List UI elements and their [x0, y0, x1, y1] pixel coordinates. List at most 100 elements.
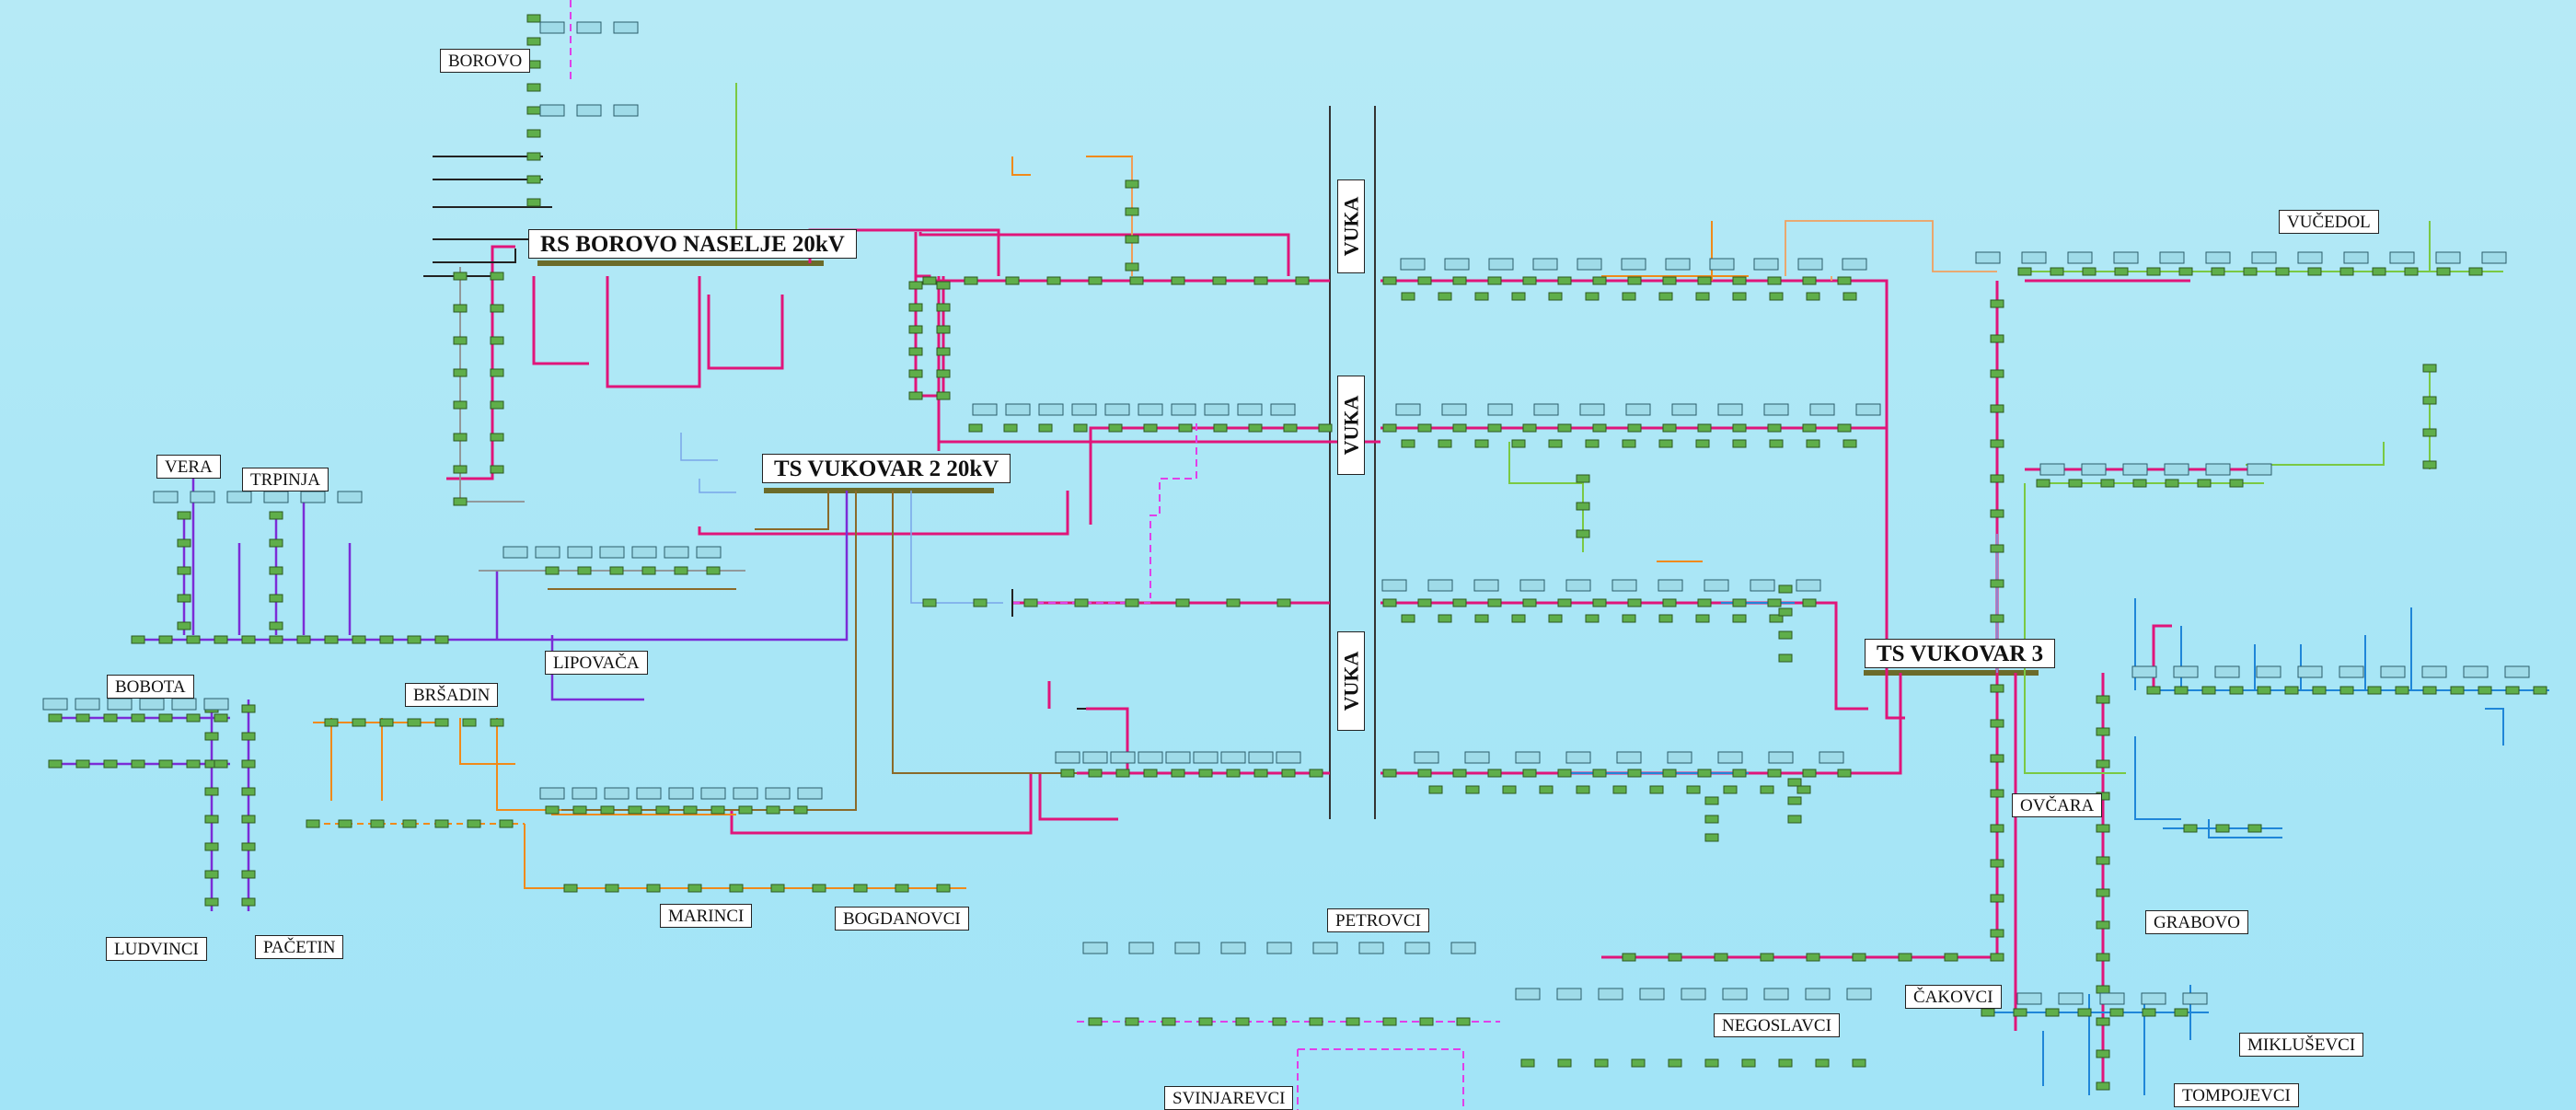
feeder-node: [1649, 785, 1664, 794]
feeder-node: [241, 870, 256, 879]
feeder-node: [1023, 598, 1038, 607]
feeder-node: [526, 175, 541, 184]
transformer-station-box: [1532, 258, 1558, 271]
feeder-node: [1143, 423, 1158, 433]
feeder-node: [1802, 598, 1817, 607]
feeder-node: [1778, 584, 1793, 594]
transformer-station-box: [1248, 751, 1274, 764]
transformer-station-box: [2113, 251, 2139, 264]
transformer-station-box: [1237, 403, 1263, 416]
transformer-station-box: [1110, 751, 1136, 764]
feeder-node: [1778, 1058, 1793, 1068]
feeder-node: [186, 759, 201, 769]
feeder-node: [2082, 267, 2097, 276]
feeder-node: [2165, 479, 2179, 488]
feeder-node: [1452, 598, 1467, 607]
feeder-node: [1198, 769, 1213, 778]
feeder-node: [1452, 276, 1467, 285]
feeder-node: [1714, 953, 1728, 962]
transformer-station-box: [1846, 988, 1872, 1000]
transformer-station-box: [1819, 751, 1844, 764]
feeder-node: [1769, 292, 1784, 301]
feeder-node: [1088, 769, 1103, 778]
feeder-node: [1990, 614, 2004, 623]
feeder-node: [269, 635, 283, 644]
feeder-node: [453, 400, 468, 410]
feeder-node: [2096, 953, 2110, 962]
feeder-node: [2142, 1008, 2156, 1017]
feeder-node: [1283, 423, 1298, 433]
feeder-node: [1631, 1058, 1646, 1068]
feeder-node: [2146, 686, 2161, 695]
transformer-station-box: [2504, 665, 2530, 678]
transformer-station-box: [2343, 251, 2369, 264]
transformer-station-box: [1276, 751, 1301, 764]
area-svinjarevci: SVINJAREVCI: [1164, 1086, 1294, 1110]
feeder-node: [2096, 759, 2110, 769]
feeder-node: [1171, 276, 1185, 285]
feeder-node: [1235, 1017, 1250, 1026]
feeder-node: [453, 336, 468, 345]
feeder-node: [1627, 769, 1642, 778]
feeder-node: [186, 635, 201, 644]
transformer-station-box: [1519, 579, 1545, 592]
feeder-node: [2422, 396, 2437, 405]
feeder-node: [1295, 276, 1310, 285]
feeder-node: [605, 884, 619, 893]
transformer-station-box: [190, 491, 215, 503]
transformer-station-box: [664, 546, 689, 559]
feeder-node: [2307, 267, 2322, 276]
feeder-node: [1990, 929, 2004, 938]
feeder-node: [1796, 785, 1811, 794]
feeder-node: [766, 805, 780, 815]
vuka-river-lines: [1329, 106, 1376, 819]
feeder-node: [2468, 267, 2483, 276]
feeder-node: [434, 718, 449, 727]
feeder-node: [1417, 598, 1432, 607]
feeder-node: [1592, 423, 1607, 433]
transformer-station-box: [2380, 665, 2406, 678]
feeder-node: [490, 368, 504, 377]
feeder-node: [1787, 778, 1802, 787]
transformer-station-box: [337, 491, 363, 503]
feeder-node: [338, 819, 352, 828]
area-negoslavci: NEGOSLAVCI: [1714, 1013, 1840, 1037]
transformer-station-box: [2481, 251, 2507, 264]
feeder-node: [2257, 686, 2271, 695]
area-marinci: MARINCI: [660, 904, 753, 928]
feeder-node: [1522, 598, 1537, 607]
transformer-station-box: [1616, 751, 1642, 764]
transformer-station-box: [1488, 258, 1514, 271]
feeder-node: [1981, 1008, 1995, 1017]
transformer-station-box: [1565, 751, 1591, 764]
area-miklusevci: MIKLUŠEVCI: [2239, 1033, 2364, 1057]
feeder-node: [2174, 1008, 2189, 1017]
transformer-station-box: [2339, 665, 2364, 678]
feeder-node: [75, 759, 90, 769]
feeder-node: [1732, 276, 1747, 285]
feeder-node: [1732, 769, 1747, 778]
transformer-station-box: [2297, 665, 2323, 678]
feeder-node: [1668, 1058, 1682, 1068]
feeder-node: [1487, 769, 1502, 778]
feeder-node: [241, 732, 256, 741]
feeder-node: [1704, 1058, 1719, 1068]
feeder-node: [738, 805, 753, 815]
feeder-node: [1837, 276, 1852, 285]
feeder-node: [908, 391, 923, 400]
feeder-node: [2077, 1008, 2092, 1017]
feeder-node: [1125, 235, 1139, 244]
feeder-node: [1060, 769, 1075, 778]
feeder-node: [2013, 1008, 2027, 1017]
feeder-node: [2045, 1008, 2060, 1017]
transformer-station-box: [631, 546, 657, 559]
transformer-station-box: [1266, 942, 1292, 954]
feeder-node: [2096, 1049, 2110, 1058]
area-trpinja: TRPINJA: [242, 468, 329, 491]
transformer-station-box: [1138, 751, 1163, 764]
feeder-node: [526, 152, 541, 161]
feeder-node: [434, 635, 449, 644]
feeder-node: [1125, 1017, 1139, 1026]
feeder-node: [1125, 179, 1139, 189]
feeder-node: [1212, 276, 1227, 285]
